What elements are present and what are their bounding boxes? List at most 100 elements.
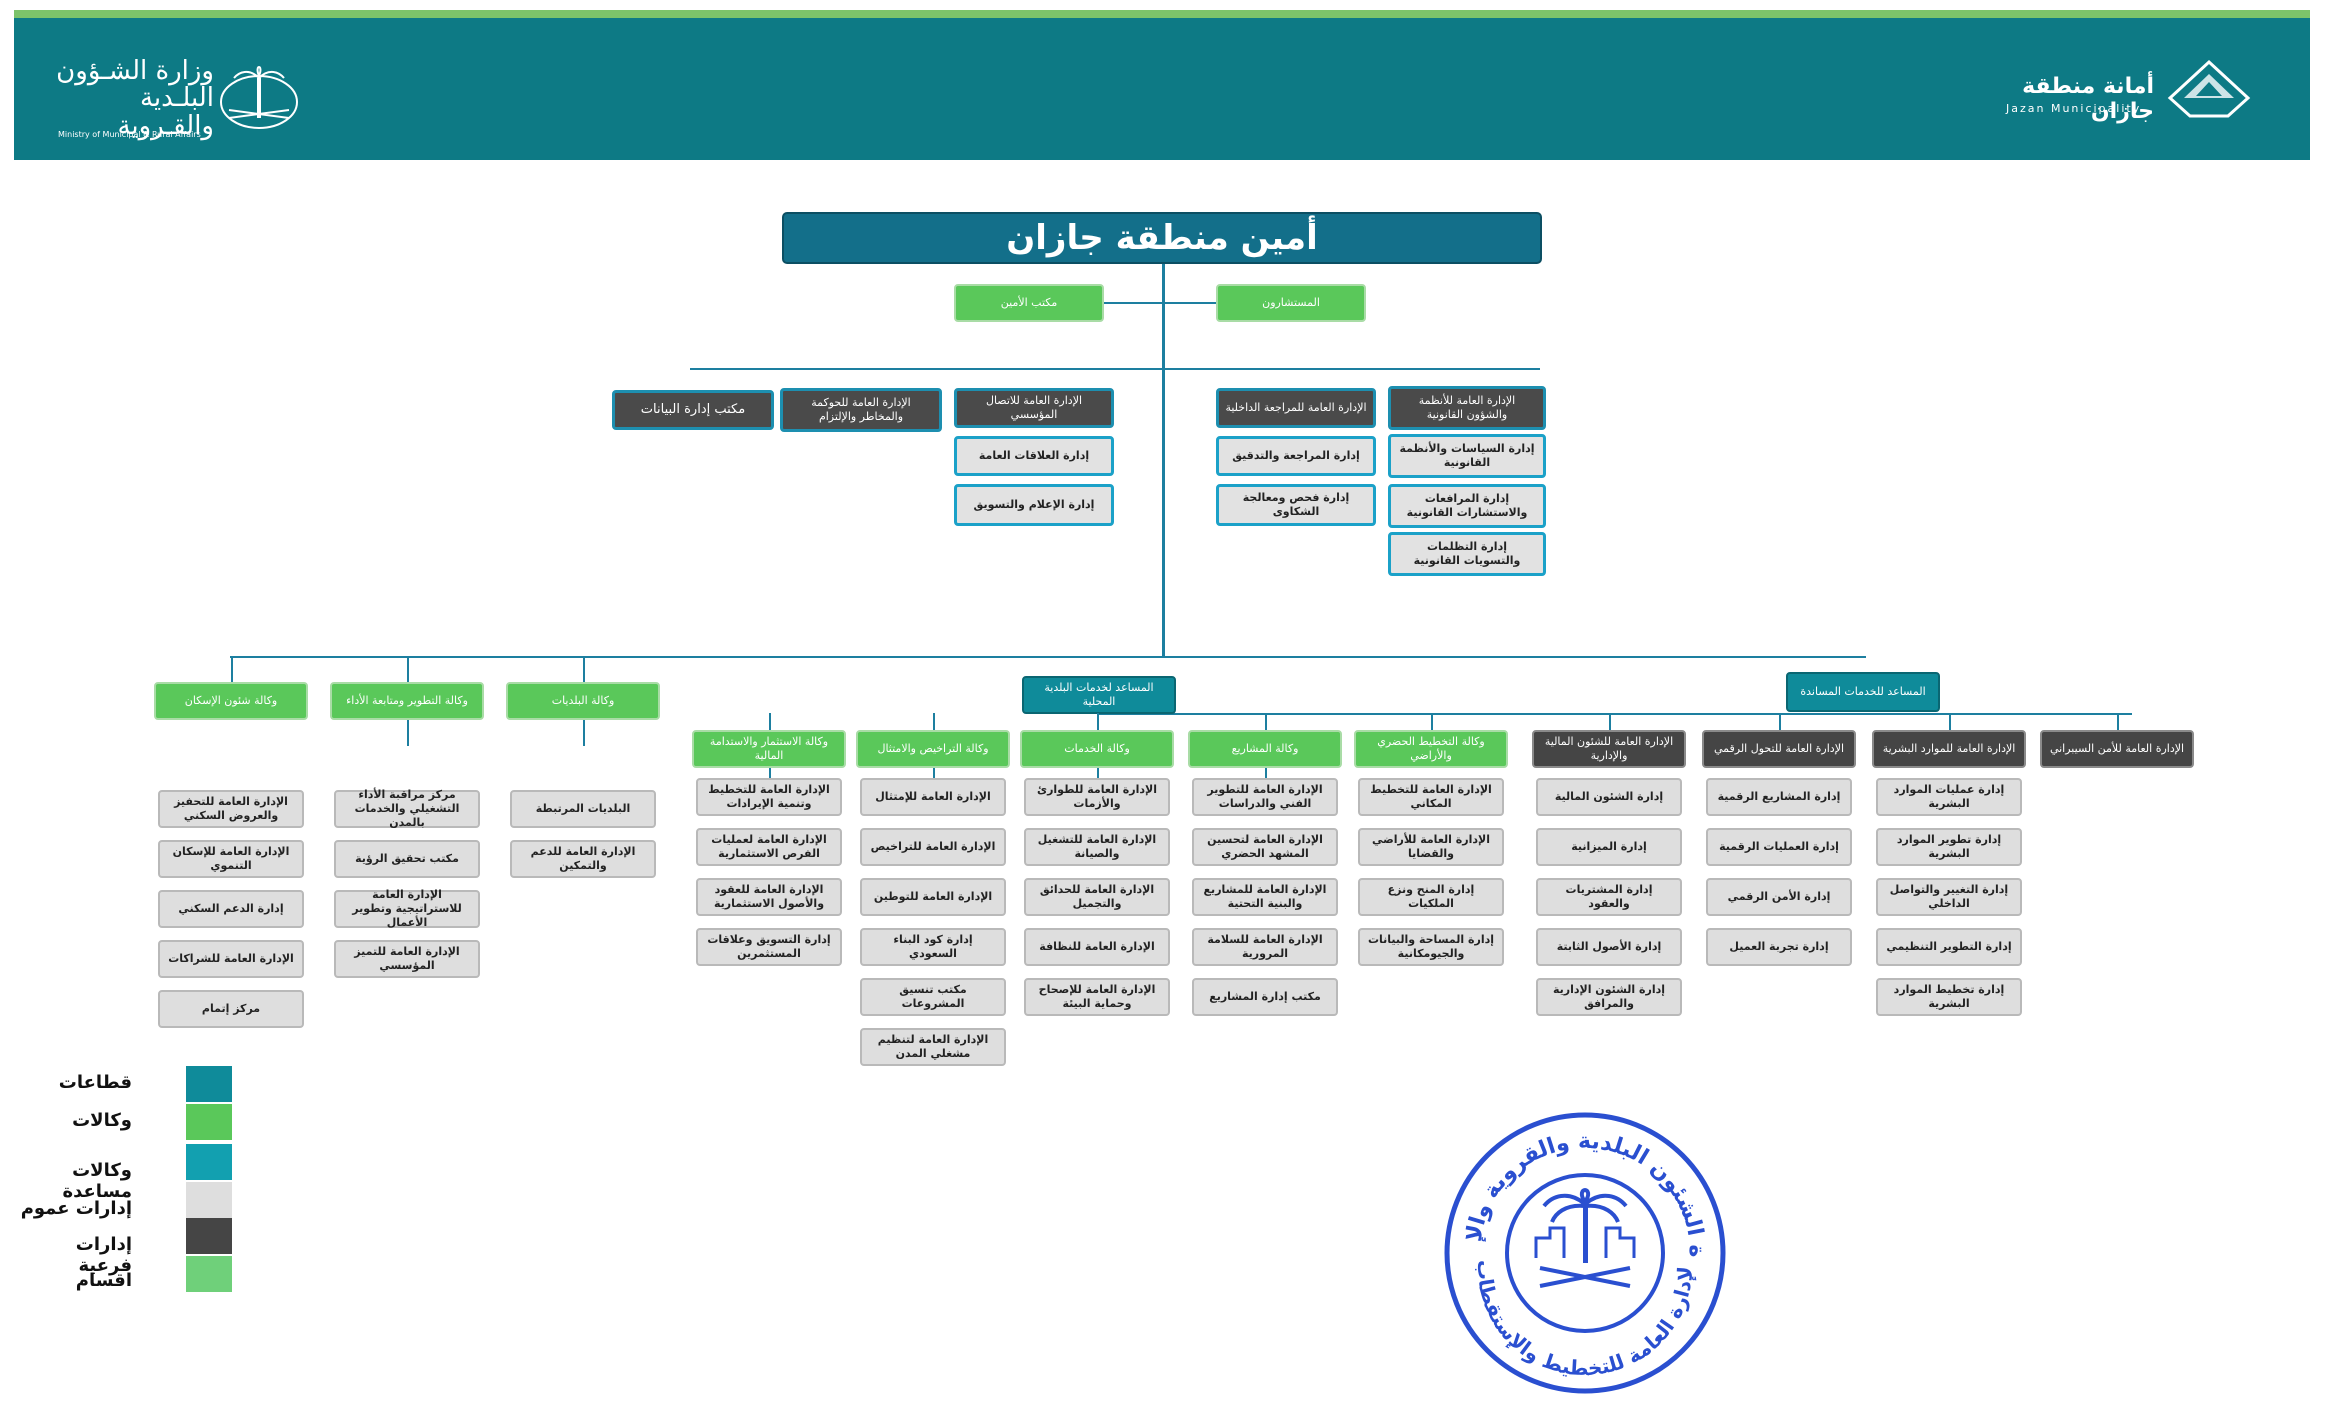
agency-title-housing: وكالة شئون الإسكان [154,682,308,720]
agency-item: الإدارة العامة للشراكات [158,940,304,978]
public-relations: إدارة العلاقات العامة [954,436,1114,476]
agency-item: إدارة عمليات الموارد البشرية [1876,778,2022,816]
agency-item: الإدارة العامة للتخطيط وتنمية الإيرادات [696,778,842,816]
agency-item: مكتب تنسيق المشروعات [860,978,1006,1016]
agency-item: الإدارة العامة للنظافة [1024,928,1170,966]
legend-label: وكالات [72,1110,132,1131]
agency-connector [1431,713,1433,730]
agency-item: إدارة الدعم السكني [158,890,304,928]
agency-item: الإدارة العامة للطوارئ والأزمات [1024,778,1170,816]
agency-connector [1097,713,1099,730]
agency-item: مكتب إدارة المشاريع [1192,978,1338,1016]
agency-connector [231,656,233,682]
agency-item: مكتب تحقيق الرؤية [334,840,480,878]
sector-local-services: المساعد لخدمات البلدية المحلية [1022,676,1176,714]
agency-title-municipalities: وكالة البلديات [506,682,660,720]
sector-support-services: المساعد للخدمات المساندة [1786,672,1940,712]
ministry-logo [214,56,304,136]
data-office: مكتب إدارة البيانات [612,390,774,430]
agency-item: الإدارة العامة للمشاريع والبنية التحتية [1192,878,1338,916]
agency-item: الإدارة العامة للسلامة المرورية [1192,928,1338,966]
legal: الإدارة العامة للأنظمة والشؤون القانونية [1388,386,1546,430]
agency-spine [583,720,585,746]
complaints: إدارة فحص ومعالجة الشكاوى [1216,484,1376,526]
legend-label: قطاعات [58,1072,132,1093]
internal-audit: الإدارة العامة للمراجعة الداخلية [1216,388,1376,428]
agency-connector [1609,713,1611,730]
agency-item: إدارة التطوير التنظيمي [1876,928,2022,966]
agency-item: إدارة الميزانية [1536,828,1682,866]
agency-item: إدارة المشتريات والعقود [1536,878,1682,916]
agency-connector [407,656,409,682]
ministry-name-en: Ministry of Municipal & Rural Affairs [58,130,201,139]
agency-item: الإدارة العامة للأراضي والقضايا [1358,828,1504,866]
legal-grievances: إدارة التظلمات والتسويات القانونية [1388,532,1546,576]
agency-item: إدارة الشئون الإدارية والمرافق [1536,978,1682,1016]
chart-title: أمين منطقة جازان [782,212,1542,264]
agency-item: الإدارة العامة للتطوير الفني والدراسات [1192,778,1338,816]
main-trunk [1162,262,1165,657]
stamp-seal-icon: وزارة الشئون البلدية والقروية والإسكان ا… [1428,1089,1726,1394]
agency-title-projects: وكالة المشاريع [1188,730,1342,768]
agency-item: إدارة الأصول الثابتة [1536,928,1682,966]
ministry-name-ar: وزارة الشـؤون البلـدية والقـروية [54,57,214,141]
agency-item: إدارة العمليات الرقمية [1706,828,1852,866]
level2-bar [690,368,1540,370]
media-marketing: إدارة الإعلام والتسويق [954,484,1114,526]
agency-item: إدارة تخطيط الموارد البشرية [1876,978,2022,1016]
institutional-comm: الإدارة العامة للاتصال المؤسسي [954,388,1114,428]
legal-pleadings: إدارة المرافعات والاستشارات القانونية [1388,484,1546,528]
agency-item: مركز مراقبة الأداء التشغيلي والخدمات بال… [334,788,480,829]
agency-connector [1779,713,1781,730]
agency-connector [1265,713,1267,730]
agency-item: إدارة الشئون المالية [1536,778,1682,816]
agency-item: البلديات المرتبطة [510,790,656,828]
agency-item: الإدارة العامة لتحسين المشهد الحضري [1192,828,1338,866]
agency-connector [933,713,935,730]
agency-item: إدارة التغيير والتواصل الداخلي [1876,878,2022,916]
agency-item: إدارة تطوير الموارد البشرية [1876,828,2022,866]
jazan-emblem-icon [2167,59,2251,118]
agency-item: الإدارة العامة للإصحاح وحماية البيئة [1024,978,1170,1016]
stamp-outer-text: وزارة الشئون البلدية والقروية والإسكان [1428,1089,1709,1258]
agency-title-cyber: الإدارة العامة للأمن السيبراني [2040,730,2194,768]
agency-connector [583,656,585,682]
ministry-line2: البلـدية والقـروية [117,83,214,141]
agency-connector [769,713,771,730]
legend-label: إدارات فرعية [75,1234,132,1276]
agency-spine [407,720,409,746]
agency-item: الإدارة العامة للتوطين [860,878,1006,916]
office-amin: مكتب الأمين [954,284,1104,322]
agency-item: الإدارة العامة للتخطيط المكاني [1358,778,1504,816]
agency-item: الإدارة العامة للتميز المؤسسي [334,940,480,978]
agency-title-licensing: وكالة التراخيص والامتثال [856,730,1010,768]
legend-label: وكالات مساعدة [62,1160,132,1202]
agency-item: الإدارة العامة لعمليات الفرص الاستثمارية [696,828,842,866]
legend-swatch [186,1256,232,1292]
municipality-name-ar: أمانة منطقة جازان [2022,74,2154,124]
agency-item: الإدارة العامة لتنظيم مشغلي المدن [860,1028,1006,1066]
advisors: المستشارون [1216,284,1366,322]
palm-swords-icon [220,66,298,129]
agency-title-hr: الإدارة العامة للموارد البشرية [1872,730,2026,768]
agency-item: إدارة كود البناء السعودي [860,928,1006,966]
level3-bar [230,656,1866,658]
agency-title-services: وكالة الخدمات [1020,730,1174,768]
municipality-logo [2166,58,2252,120]
agency-item: الإدارة العامة للتشغيل والصيانة [1024,828,1170,866]
legal-policies: إدارة السياسات والأنظمة القانونية [1388,434,1546,478]
agency-item: إدارة تجربة العميل [1706,928,1852,966]
legend-swatch [186,1066,232,1102]
legend-label: اقسام [75,1270,132,1291]
legend-swatch [186,1218,232,1254]
legend-swatch [186,1182,232,1218]
local-services-bar [1098,713,2066,715]
agency-title-planning: وكالة التخطيط الحضري والأراضي [1354,730,1508,768]
municipality-name-en: Jazan Municipality [2006,102,2142,115]
legend-label: إدارات عموم [20,1198,132,1219]
agency-item: الإدارة العامة للعقود والأصول الاستثماري… [696,878,842,916]
agency-item: الإدارة العامة للتراخيص [860,828,1006,866]
agency-item: إدارة المنح ونزع الملكيات [1358,878,1504,916]
agency-title-finance: الإدارة العامة للشئون المالية والإدارية [1532,730,1686,768]
agency-item: مركز إتمام [158,990,304,1028]
